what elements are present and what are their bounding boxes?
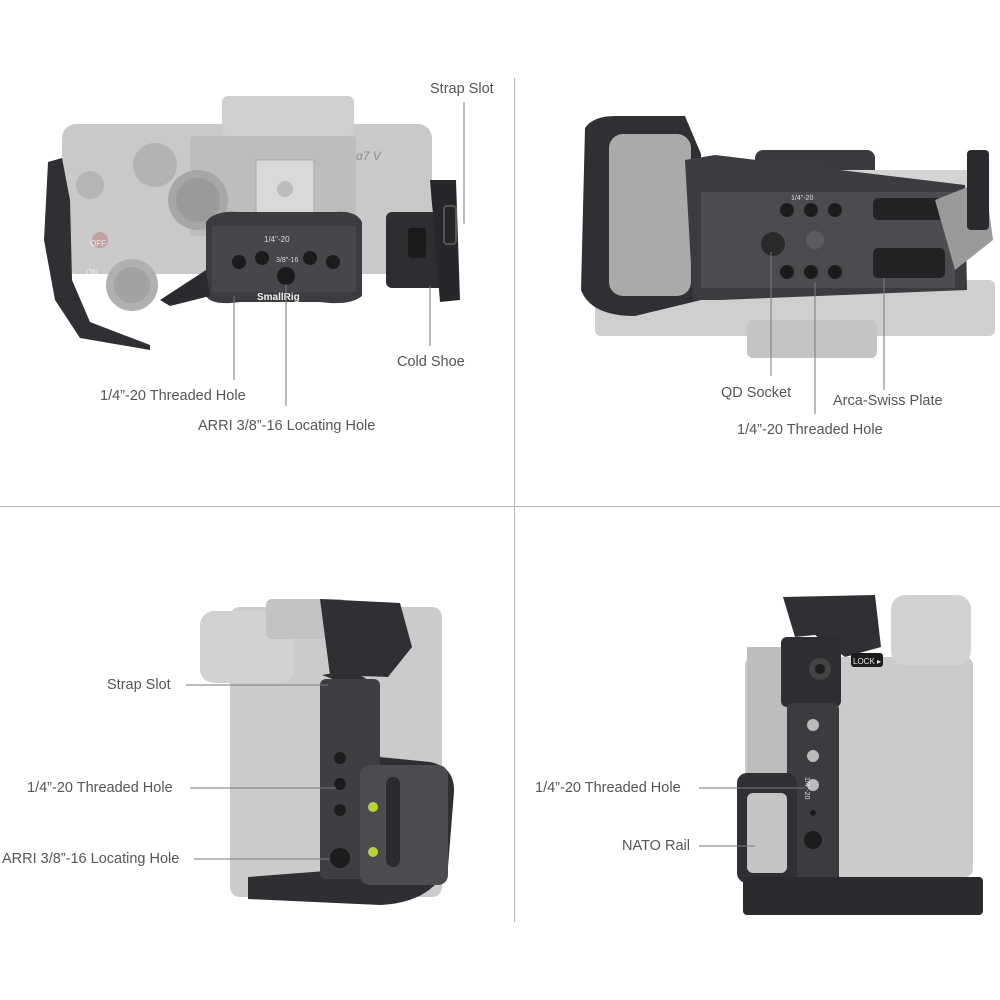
top-view-product-image: α7 V ON OFF 1/4"-20 3/8"-16 SmallRig — [44, 96, 465, 406]
vertical-divider-top — [514, 78, 515, 506]
panel-port-side: LOCK ▸ 1/4"-20 1/4”-20 Threaded Hole NAT… — [515, 507, 1000, 1000]
dial-off-text: OFF — [90, 239, 106, 248]
label-arca-plate: Arca-Swiss Plate — [833, 393, 943, 409]
bottom-view-product-image: 1/4"-20 — [581, 116, 995, 414]
label-locating-hole-grip: ARRI 3/8”-16 Locating Hole — [2, 851, 180, 867]
dial-on-text: ON — [86, 268, 98, 277]
camera-model-text: α7 V — [356, 149, 382, 163]
label-threaded-hole-bottom: 1/4”-20 Threaded Hole — [737, 422, 883, 438]
horizontal-divider — [0, 506, 1000, 507]
label-cold-shoe: Cold Shoe — [397, 354, 465, 370]
handle-engraving-thread: 1/4"-20 — [264, 235, 290, 244]
label-locating-hole-top: ARRI 3/8”-16 Locating Hole — [198, 418, 376, 434]
panel-top-view: α7 V ON OFF 1/4"-20 3/8"-16 SmallRig Str… — [0, 0, 514, 506]
label-nato-rail: NATO Rail — [622, 838, 690, 854]
plate-engraving-thread: 1/4"-20 — [791, 195, 813, 202]
handle-engraving-locating: 3/8"-16 — [276, 257, 298, 264]
label-strap-slot-top: Strap Slot — [430, 81, 494, 97]
brand-logo-text: SmallRig — [257, 292, 300, 303]
panel-grip-side: Strap Slot 1/4”-20 Threaded Hole ARRI 3/… — [0, 507, 514, 1000]
vertical-divider-bottom — [514, 507, 515, 922]
label-threaded-hole-port: 1/4”-20 Threaded Hole — [535, 780, 681, 796]
side-engraving-thread: 1/4"-20 — [803, 777, 810, 799]
lock-label-text: LOCK ▸ — [853, 657, 881, 666]
panel-bottom-view: 1/4"-20 QD Socket Arca-Swiss Plate 1/4”-… — [515, 0, 1000, 506]
label-threaded-hole-grip: 1/4”-20 Threaded Hole — [27, 780, 173, 796]
port-side-product-image: LOCK ▸ 1/4"-20 — [699, 595, 983, 915]
grip-side-product-image — [186, 599, 455, 905]
label-strap-slot-grip: Strap Slot — [107, 677, 171, 693]
label-threaded-hole-top: 1/4”-20 Threaded Hole — [100, 388, 246, 404]
label-qd-socket: QD Socket — [721, 385, 792, 401]
